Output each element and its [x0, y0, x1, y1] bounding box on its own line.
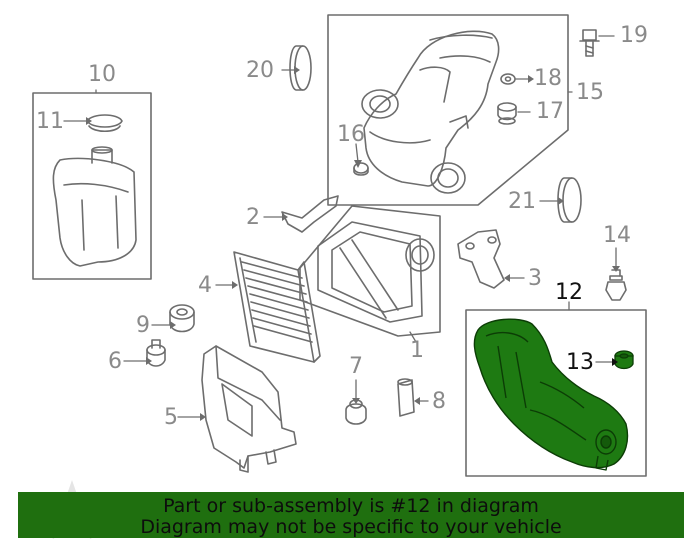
- part-15-intake-duct: [361, 30, 500, 194]
- part-14-clip: [605, 269, 627, 301]
- part-13-highlighted-grommet: [614, 350, 634, 370]
- arrow-head-13: [612, 358, 618, 366]
- callout-part-5: 5: [164, 405, 178, 430]
- callout-part-6: 6: [108, 349, 122, 374]
- callout-part-4: 4: [198, 273, 212, 298]
- part-10-resonator: [52, 146, 137, 267]
- part-2-bracket: [281, 195, 339, 233]
- banner-text-part-number: Part or sub-assembly is #12 in diagram: [163, 495, 539, 517]
- part-16-grommet: [353, 162, 369, 176]
- part-1-air-cleaner: [317, 221, 435, 323]
- callout-part-8: 8: [432, 389, 446, 414]
- part-3-bracket: [457, 229, 505, 289]
- part-20-cap: [289, 45, 312, 91]
- part-11-clamp: [86, 114, 123, 133]
- part-5-lower-case: [201, 345, 297, 473]
- callout-part-1: 1: [410, 338, 424, 363]
- part-12-highlighted-duct: [473, 318, 629, 471]
- callout-part-12: 12: [555, 280, 583, 305]
- part-9-grommet: [169, 304, 195, 333]
- callout-part-19: 19: [620, 23, 648, 48]
- leader-lines: [63, 35, 617, 418]
- callout-part-2: 2: [246, 205, 260, 230]
- part-18-nut: [500, 73, 516, 85]
- part-8-hose: [397, 378, 415, 417]
- callout-part-9: 9: [136, 313, 150, 338]
- box-part-12: [465, 309, 647, 477]
- callout-part-14: 14: [603, 223, 631, 248]
- info-banner: Part or sub-assembly is #12 in diagram D…: [18, 492, 684, 538]
- callout-part-10: 10: [88, 62, 116, 87]
- callout-part-7: 7: [349, 354, 363, 379]
- part-4-filter: [233, 251, 321, 363]
- callout-part-17: 17: [536, 99, 564, 124]
- banner-text-disclaimer: Diagram may not be specific to your vehi…: [140, 516, 562, 538]
- part-17-grommet: [497, 102, 517, 125]
- callout-part-3: 3: [528, 266, 542, 291]
- callout-part-16: 16: [337, 122, 365, 147]
- arrow-heads: [86, 66, 620, 421]
- callout-part-11: 11: [36, 109, 64, 134]
- callout-part-21: 21: [508, 189, 536, 214]
- callout-part-20: 20: [246, 58, 274, 83]
- callout-part-15: 15: [576, 80, 604, 105]
- box-part-10: [32, 92, 152, 280]
- box-part-15: [327, 14, 569, 206]
- part-19-bolt: [579, 29, 600, 57]
- callout-part-13: 13: [566, 350, 594, 375]
- callout-part-18: 18: [534, 66, 562, 91]
